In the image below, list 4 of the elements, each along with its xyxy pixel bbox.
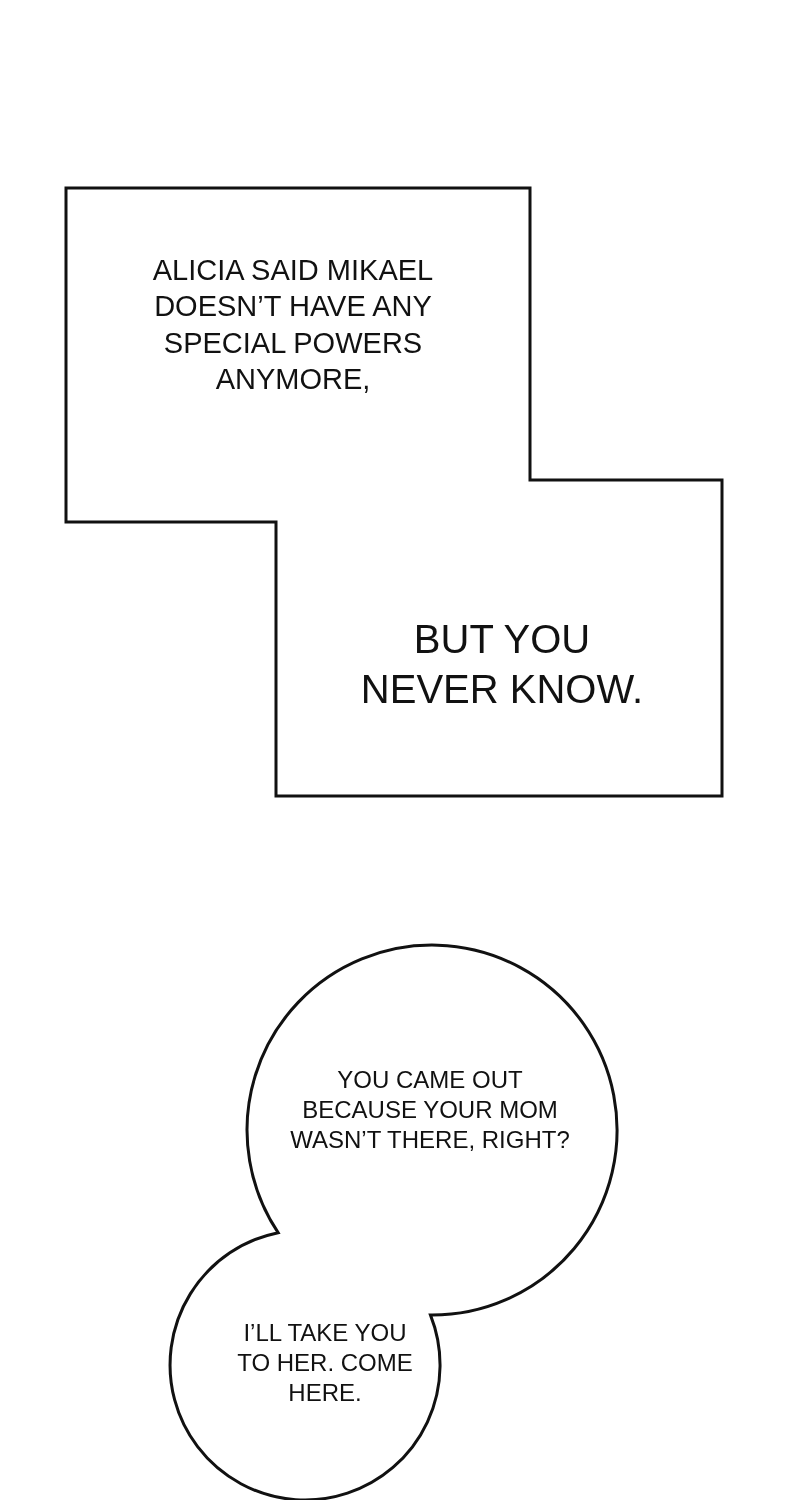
caption-text: BUT YOU NEVER KNOW. xyxy=(359,616,645,713)
caption-text: ALICIA SAID MIKAEL DOESN’T HAVE ANY SPECIAL POWERS ANYMORE, xyxy=(151,253,435,397)
speech-text: I’LL TAKE YOU TO HER. COME HERE. xyxy=(236,1318,414,1408)
speech-text: YOU CAME OUT BECAUSE YOUR MOM WASN’T THERE, RIGHT? xyxy=(289,1065,571,1155)
